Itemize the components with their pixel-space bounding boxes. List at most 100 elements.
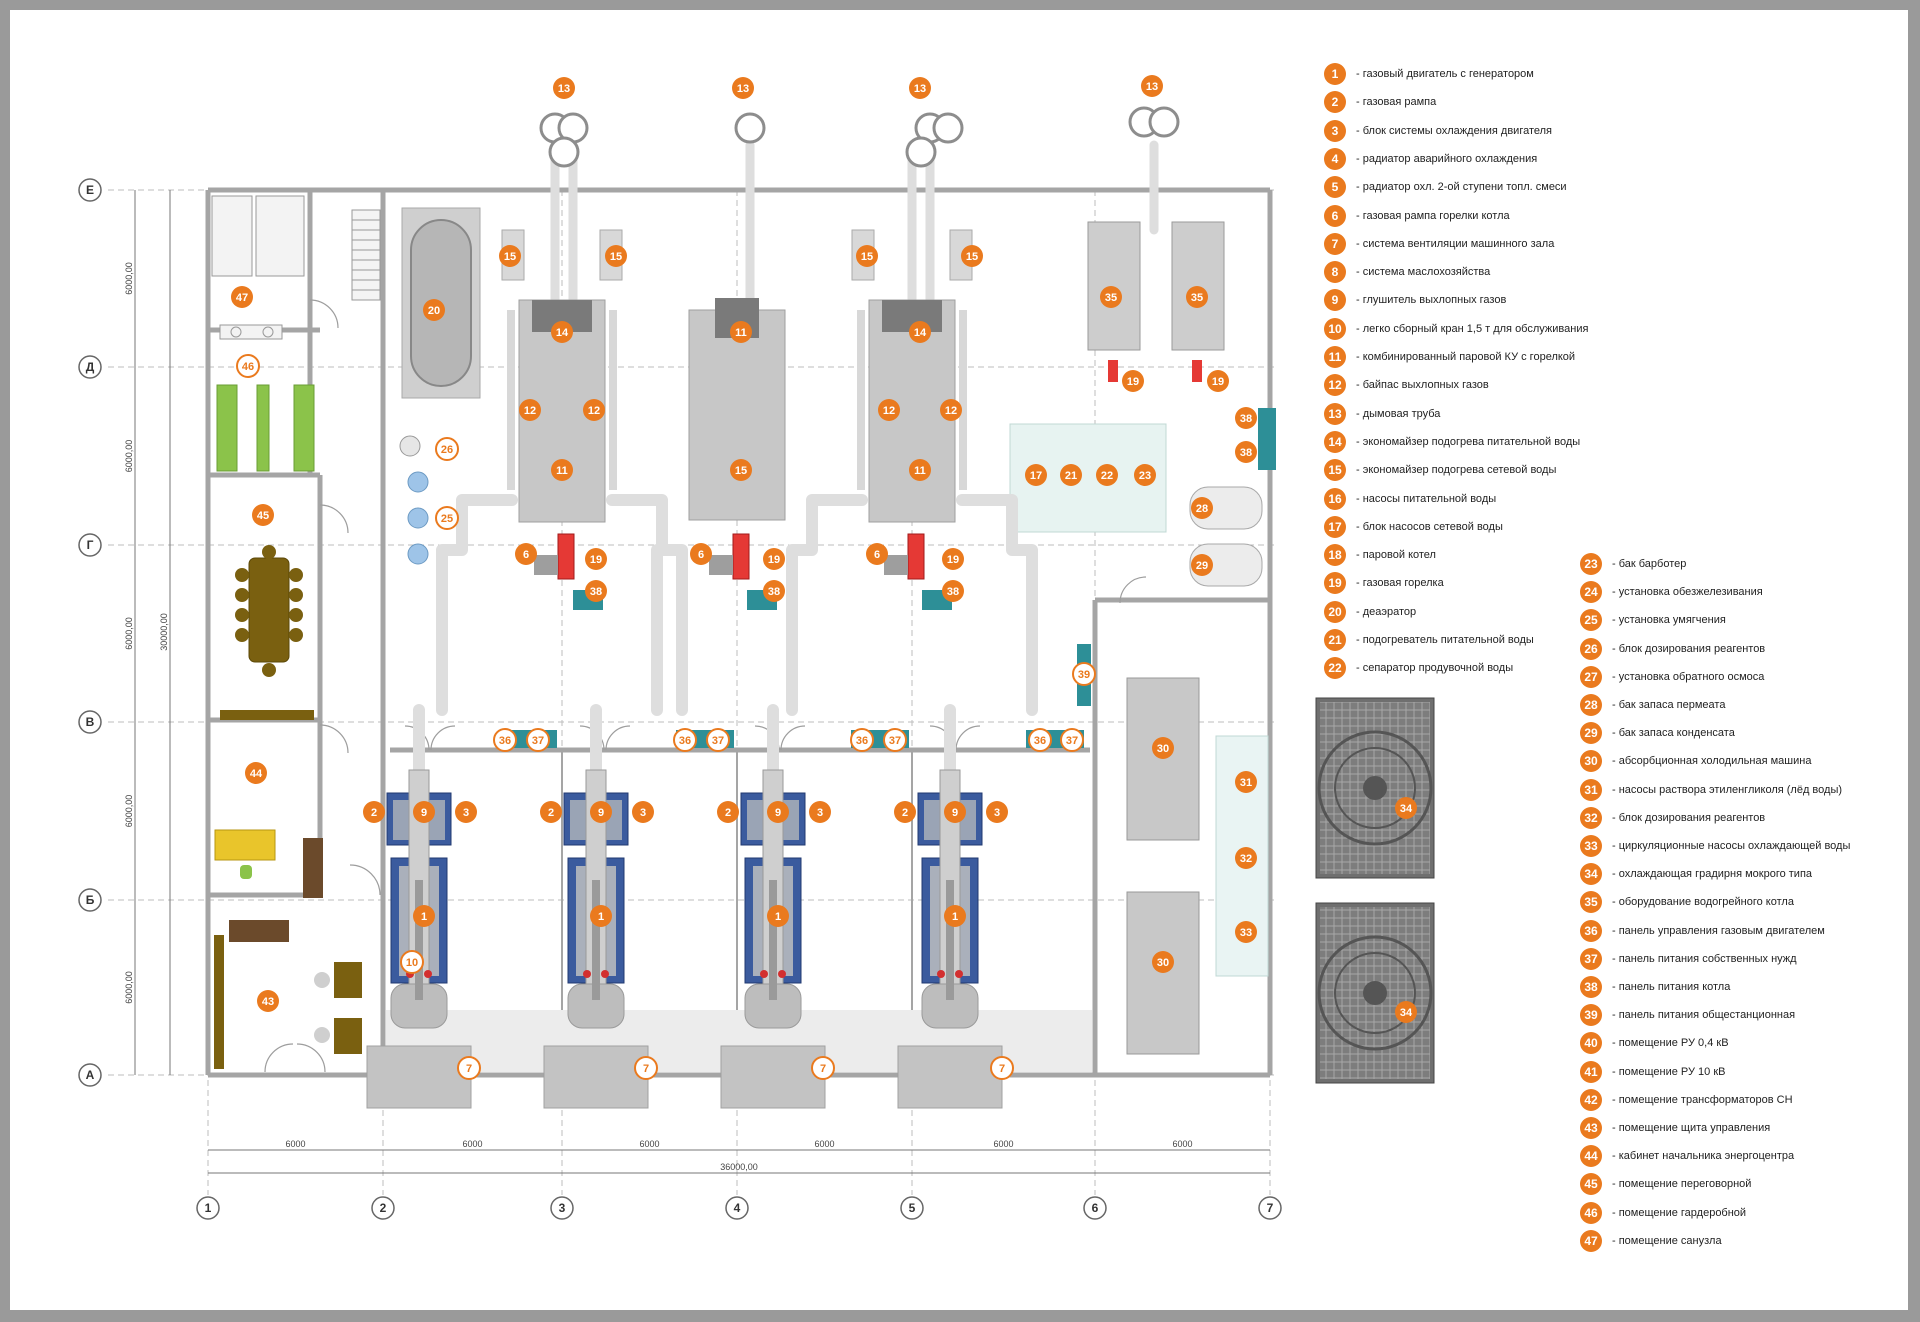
equipment-marker-number: 26 — [441, 444, 453, 456]
legend-description: - панель питания собственных нужд — [1612, 952, 1797, 965]
equipment-marker: 19 — [1122, 370, 1144, 392]
equipment-marker: 3 — [632, 801, 654, 823]
legend-number-badge: 35 — [1580, 891, 1602, 914]
legend-number-badge: 41 — [1580, 1060, 1602, 1083]
equipment-marker: 9 — [944, 801, 966, 823]
equipment-marker: 19 — [1207, 370, 1229, 392]
equipment-marker-number: 11 — [914, 465, 926, 477]
legend-item: 19- газовая горелка — [1324, 572, 1444, 595]
equipment-marker: 21 — [1060, 464, 1082, 486]
equipment-marker: 2 — [717, 801, 739, 823]
legend-number-badge: 7 — [1324, 232, 1346, 255]
legend-description: - система вентиляции машинного зала — [1356, 237, 1555, 250]
legend-number-badge: 39 — [1580, 1004, 1602, 1027]
legend-item: 40- помещение РУ 0,4 кВ — [1580, 1032, 1729, 1055]
equipment-marker: 6 — [866, 543, 888, 565]
equipment-marker: 13 — [1141, 75, 1163, 97]
equipment-marker: 34 — [1395, 797, 1417, 819]
legend-item: 41- помещение РУ 10 кВ — [1580, 1060, 1726, 1083]
equipment-marker: 6 — [515, 543, 537, 565]
row-axis-marker: Г — [78, 533, 102, 557]
equipment-marker-number: 2 — [548, 807, 554, 819]
legend-item: 37- панель питания собственных нужд — [1580, 947, 1797, 970]
column-span-dimension: 6000 — [993, 1139, 1013, 1149]
cooling-tower-1 — [1315, 697, 1435, 879]
legend-number-badge: 19 — [1324, 572, 1346, 595]
legend-description: - дымовая труба — [1356, 407, 1441, 420]
equipment-marker: 43 — [257, 990, 279, 1012]
legend-item: 39- панель питания общестанционная — [1580, 1004, 1795, 1027]
row-axis-label: Е — [86, 183, 94, 197]
legend-description: - блок дозирования реагентов — [1612, 811, 1766, 824]
equipment-marker: 11 — [551, 459, 573, 481]
legend-description: - установка умягчения — [1612, 614, 1726, 627]
column-span-dimension: 6000 — [639, 1139, 659, 1149]
legend-description: - блок насосов сетевой воды — [1356, 520, 1503, 533]
equipment-marker: 20 — [423, 299, 445, 321]
equipment-marker: 19 — [763, 548, 785, 570]
equipment-marker: 12 — [878, 399, 900, 421]
stairs — [351, 209, 381, 301]
legend-description: - глушитель выхлопных газов — [1356, 294, 1507, 307]
equipment-marker-number: 17 — [1030, 470, 1042, 482]
legend-description: - байпас выхлопных газов — [1356, 379, 1489, 392]
legend-item: 24- установка обезжелезивания — [1580, 581, 1763, 604]
legend-number-badge: 2 — [1324, 91, 1346, 114]
equipment-marker: 1 — [590, 905, 612, 927]
equipment-marker: 23 — [1134, 464, 1156, 486]
equipment-marker: 37 — [1060, 728, 1084, 752]
legend-description: - помещение гардеробной — [1612, 1206, 1747, 1219]
equipment-marker-number: 20 — [428, 305, 440, 317]
legend-number-badge: 29 — [1580, 722, 1602, 745]
equipment-marker: 22 — [1096, 464, 1118, 486]
legend-number-badge: 21 — [1324, 629, 1346, 651]
legend-description: - деаэратор — [1356, 605, 1417, 618]
legend-description: - сепаратор продувочной воды — [1356, 662, 1514, 675]
equipment-marker: 35 — [1186, 286, 1208, 308]
equipment-marker-number: 2 — [725, 807, 731, 819]
column-axis-label: 3 — [559, 1201, 566, 1215]
equipment-marker: 9 — [413, 801, 435, 823]
equipment-marker-number: 46 — [242, 361, 254, 373]
equipment-marker: 37 — [706, 728, 730, 752]
equipment-marker-number: 21 — [1065, 470, 1077, 482]
row-axis-label: В — [86, 715, 95, 729]
legend-description: - легко сборный кран 1,5 т для обслужива… — [1356, 322, 1589, 335]
equipment-marker-number: 31 — [1240, 777, 1252, 789]
legend-number-badge: 42 — [1580, 1088, 1602, 1111]
equipment-marker: 2 — [894, 801, 916, 823]
legend-description: - оборудование водогрейного котла — [1612, 896, 1794, 909]
legend-number-badge: 6 — [1324, 204, 1346, 227]
legend-description: - кабинет начальника энергоцентра — [1612, 1150, 1795, 1163]
equipment-marker-number: 13 — [737, 83, 749, 95]
equipment-marker-number: 15 — [735, 465, 747, 477]
equipment-marker-number: 44 — [250, 768, 263, 780]
legend-number-badge: 31 — [1580, 778, 1602, 801]
equipment-marker-number: 36 — [499, 735, 511, 747]
equipment-marker-number: 15 — [504, 251, 516, 263]
legend-number-badge: 15 — [1324, 459, 1346, 482]
office-furniture — [214, 829, 362, 1069]
equipment-marker: 45 — [252, 504, 274, 526]
equipment-marker: 7 — [457, 1056, 481, 1080]
equipment-marker-number: 25 — [441, 513, 453, 525]
legend-item: 34- охлаждающая градирня мокрого типа — [1580, 863, 1812, 886]
equipment-marker: 28 — [1191, 497, 1213, 519]
equipment-marker-number: 19 — [1127, 376, 1139, 388]
equipment-marker-number: 6 — [874, 549, 880, 561]
row-span-dimension: 6000,00 — [124, 262, 134, 295]
equipment-marker-number: 12 — [524, 405, 536, 417]
legend-item: 14- экономайзер подогрева питательной во… — [1324, 430, 1580, 453]
lockers — [216, 384, 315, 472]
equipment-marker: 15 — [499, 245, 521, 267]
legend-number-badge: 25 — [1580, 609, 1602, 632]
legend-item: 22- сепаратор продувочной воды — [1324, 657, 1514, 680]
equipment-marker-number: 34 — [1400, 1007, 1413, 1019]
equipment-marker-number: 35 — [1105, 292, 1117, 304]
legend-description: - радиатор охл. 2-ой ступени топл. смеси — [1356, 181, 1567, 194]
permeate-tank — [1189, 486, 1263, 530]
legend-item: 35 - оборудование водогрейного котла — [1580, 891, 1794, 914]
column-axis-marker: 1 — [196, 1196, 220, 1220]
legend-description: - установка обезжелезивания — [1612, 586, 1763, 599]
